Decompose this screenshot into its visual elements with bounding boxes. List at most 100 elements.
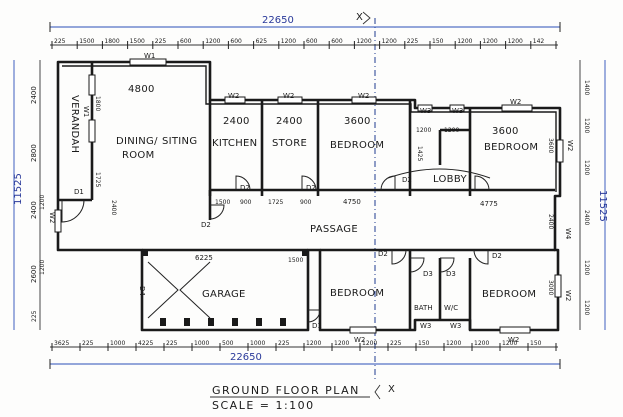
label-wc: W/C	[444, 304, 458, 312]
dim-passage-c: 1725	[268, 199, 283, 206]
door-d2-dining	[209, 204, 225, 220]
right-dim-1: 1200	[583, 118, 590, 133]
plan-scale: SCALE = 1:100	[212, 399, 315, 412]
bottom-dim-label: 1200	[334, 340, 349, 347]
window-w2-left	[54, 209, 62, 233]
bottom-dim-label: 3625	[54, 340, 69, 347]
right-dim-0: 1400	[583, 80, 590, 95]
label-d2-dining: D2	[201, 221, 211, 229]
dim-passage-a: 1500	[215, 199, 230, 206]
door-d2-store	[301, 175, 317, 191]
doors	[61, 175, 490, 323]
label-bedroom2: BEDROOM	[484, 142, 538, 153]
label-bedroom1: BEDROOM	[330, 140, 384, 151]
label-bath: BATH	[414, 304, 433, 312]
left-dim-0: 2400	[30, 86, 38, 104]
bottom-dim-label: 1200	[446, 340, 461, 347]
bottom-dim-label: 500	[222, 340, 234, 347]
window-w2-right	[556, 139, 564, 163]
window-w2-store	[277, 96, 303, 104]
label-bedroom2-size: 3600	[492, 126, 519, 137]
verandah-area	[57, 62, 96, 200]
windows	[54, 58, 564, 334]
left-dim-6: 1200	[39, 260, 46, 275]
inner-dimensions: 4750 4775 1500 900 1725 900 6225 1500 18…	[94, 96, 554, 295]
label-d2-store: D2	[306, 184, 316, 192]
top-dim-label: 1200	[281, 38, 296, 45]
top-dim-label: 625	[256, 38, 268, 45]
label-bedroom4: BEDROOM	[482, 289, 536, 300]
label-dining-3: ROOM	[122, 150, 155, 161]
garage-door-swing-a	[147, 261, 179, 319]
section-arrow-top	[362, 11, 371, 25]
label-store-size: 2400	[276, 116, 303, 127]
bottom-dim-label: 225	[278, 340, 290, 347]
bottom-dim-label: 150	[530, 340, 542, 347]
label-passage: PASSAGE	[310, 224, 358, 235]
window-w1-verandah	[88, 74, 96, 96]
dim-br2-depth: 3000	[547, 280, 554, 295]
label-dining-1: DINING/	[116, 136, 158, 147]
label-w2-right-lower: W2	[564, 290, 572, 301]
door-d1-side	[307, 309, 321, 323]
label-w2-bedroom1: W2	[358, 92, 369, 100]
left-dimensions: 11525 2400 2800 2400 2600 225 1200 1200	[13, 60, 46, 330]
bottom-dim-label: 225	[166, 340, 178, 347]
label-d3-wc: D3	[446, 270, 456, 278]
label-w3-bath: W3	[420, 322, 431, 330]
door-d3-bath	[409, 257, 425, 273]
dim-passage-b: 900	[240, 199, 252, 206]
top-dim-label: 1200	[382, 38, 397, 45]
label-kitchen-size: 2400	[223, 116, 250, 127]
label-dining-2: SITING	[162, 136, 197, 147]
left-dim-3: 2600	[30, 265, 38, 283]
dim-dining-right: 1725	[94, 172, 101, 187]
top-dim-label: 1200	[356, 38, 371, 45]
window-w3-b	[449, 104, 465, 112]
window-w1-top	[129, 58, 167, 66]
top-dim-label: 142	[533, 38, 545, 45]
label-lobby: LOBBY	[433, 174, 467, 185]
dim-right-2400: 2400	[547, 214, 554, 229]
label-w2-bedroom2: W2	[510, 98, 521, 106]
bottom-dim-label: 1200	[362, 340, 377, 347]
left-dim-5: 1200	[39, 195, 46, 210]
garage-columns	[142, 250, 308, 326]
top-dim-label: 1500	[130, 38, 145, 45]
section-arrow-bottom	[374, 384, 381, 400]
label-d2-kitchen: D2	[240, 184, 250, 192]
label-w3-wc: W3	[450, 322, 461, 330]
label-d2-bedroom4: D2	[492, 252, 502, 260]
overall-depth-right: 11525	[597, 190, 608, 222]
right-dim-3: 2400	[583, 210, 590, 225]
dim-garage-depth: 1500	[288, 257, 303, 264]
right-dim-5: 1200	[583, 300, 590, 315]
dim-lobby-b: 1425	[416, 146, 423, 161]
dim-passage-right: 4775	[480, 200, 498, 208]
label-verandah: VERANDAH	[69, 95, 80, 153]
overall-width-top: 22650	[262, 15, 294, 26]
bottom-dim-label: 1000	[110, 340, 125, 347]
bottom-dim-label: 150	[418, 340, 430, 347]
top-dim-label: 1500	[79, 38, 94, 45]
section-line-x: X X	[356, 11, 395, 400]
door-d2-bedroom2	[474, 175, 490, 191]
label-w1-verandah: W1	[82, 106, 90, 117]
door-d2-bedroom1	[380, 175, 396, 191]
dim-garage-width: 6225	[195, 254, 213, 262]
label-w3-b: W3	[452, 107, 463, 115]
bottom-dim-label: 1000	[250, 340, 265, 347]
bottom-dim-label: 225	[390, 340, 402, 347]
top-dim-label: 1800	[104, 38, 119, 45]
garage-door-swing-b	[179, 261, 211, 319]
left-dim-4: 225	[31, 310, 38, 322]
label-bedroom3: BEDROOM	[330, 288, 384, 299]
interior-walls	[58, 100, 555, 330]
top-dim-label: 600	[180, 38, 192, 45]
right-dim-4: 1200	[583, 260, 590, 275]
label-w2-bedroom3: W2	[354, 336, 365, 344]
label-w2-bedroom4: W2	[508, 336, 519, 344]
bottom-dim-label: 4225	[138, 340, 153, 347]
